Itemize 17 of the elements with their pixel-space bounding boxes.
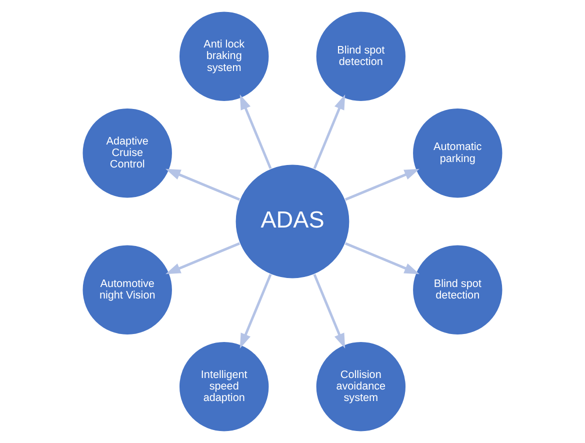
- arrow: [313, 94, 346, 170]
- arrow: [313, 274, 346, 348]
- arrow: [344, 242, 420, 274]
- node-circle: Automotive night Vision: [82, 244, 173, 336]
- arrow: [240, 94, 272, 170]
- node-circle: Blind spot detection: [412, 244, 504, 336]
- arrow: [240, 274, 272, 348]
- node-circle: Automatic parking: [412, 108, 504, 199]
- node-circle: Intelligent speed adaption: [178, 341, 270, 432]
- arrow: [166, 242, 240, 274]
- node-circle: ADAS: [234, 164, 350, 280]
- node-circle: Collision avoidance system: [315, 341, 406, 432]
- node-circle: Anti lock braking system: [178, 10, 270, 102]
- node-circle: Adaptive Cruise Control: [82, 108, 173, 199]
- node-circle: Blind spot detection: [315, 10, 406, 102]
- arrow: [344, 168, 420, 201]
- arrow: [166, 168, 240, 201]
